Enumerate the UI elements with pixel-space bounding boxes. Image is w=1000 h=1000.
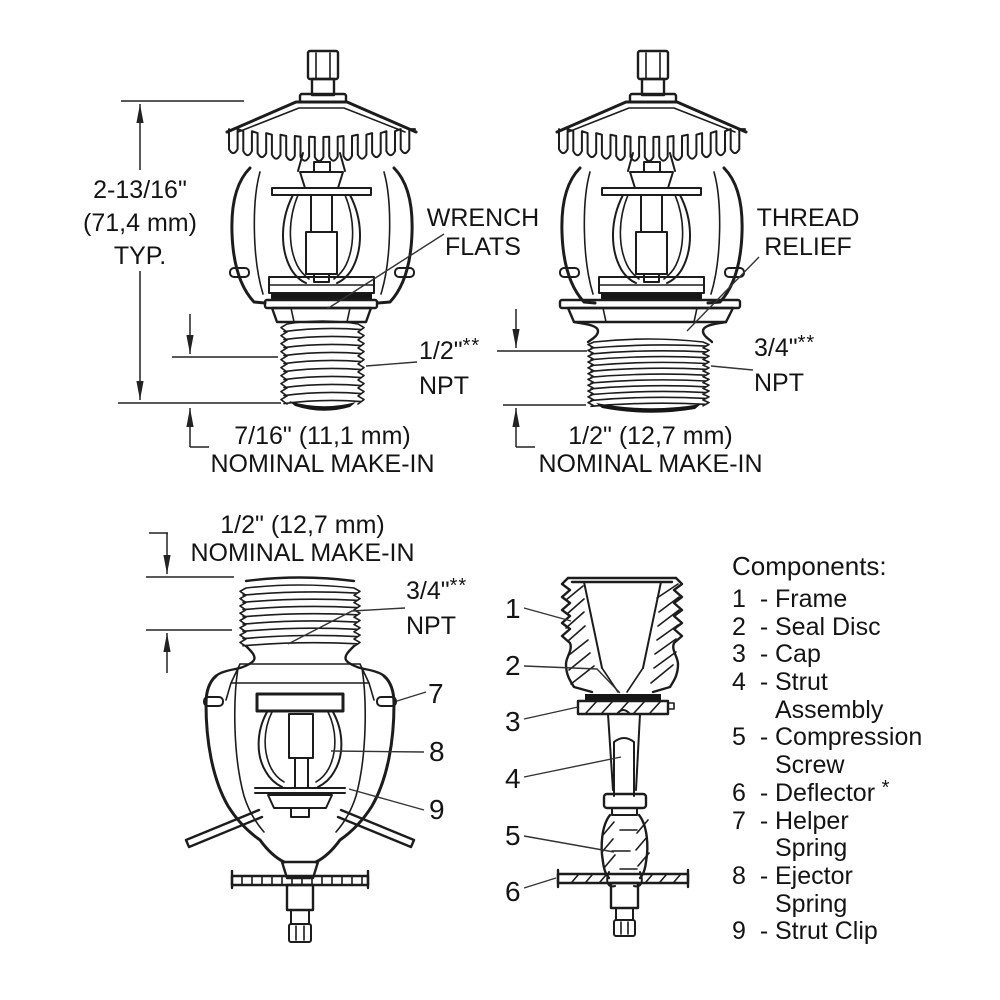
component-item: Spring <box>732 834 922 863</box>
component-number: 9 <box>732 917 746 946</box>
component-number <box>732 697 753 725</box>
component-item: Spring <box>732 889 922 919</box>
upright-small-thread-shank <box>263 298 379 411</box>
component-label: Cap <box>775 640 821 669</box>
callout-1-frame: 1 <box>505 593 521 624</box>
component-number: 4 <box>732 668 746 697</box>
dimension-lines <box>118 100 587 673</box>
component-label: Deflector * <box>775 776 891 807</box>
component-label: Strut Clip <box>775 917 878 946</box>
component-item: 9-Strut Clip <box>732 918 922 946</box>
component-item: 1-Frame <box>732 585 922 614</box>
callout-6-deflector: 6 <box>505 876 521 907</box>
thread-relief-label: THREAD RELIEF <box>756 204 860 261</box>
component-item: 8-Ejector <box>732 861 922 891</box>
component-label: Seal Disc <box>775 612 881 641</box>
callout-3-cap: 3 <box>505 706 521 737</box>
component-item: 3-Cap <box>732 641 922 669</box>
component-item: 5-Compression <box>732 724 922 752</box>
component-item: Assembly <box>732 695 922 725</box>
component-dash <box>753 697 775 725</box>
leader-lines <box>287 233 760 889</box>
component-dash: - <box>759 778 769 807</box>
pendent-sprinkler-figure <box>184 576 416 943</box>
upright-large-thread-shank <box>558 298 742 413</box>
component-dash: - <box>759 806 769 835</box>
component-number: 8 <box>732 861 746 890</box>
height-dimension-label: 2-13/16" (71,4 mm) TYP. <box>83 176 197 270</box>
component-dash: - <box>759 640 769 669</box>
cross-section-figure <box>556 576 690 937</box>
callout-2-seal-disc: 2 <box>505 650 521 681</box>
component-number: 6 <box>732 778 746 807</box>
component-dash: - <box>759 612 769 641</box>
component-label: Strut <box>775 668 828 697</box>
component-number: 1 <box>732 585 746 613</box>
callout-9-strut-clip: 9 <box>429 794 445 825</box>
component-number: 3 <box>732 640 746 669</box>
pendent-make-in-label: 1/2" (12,7 mm) NOMINAL MAKE-IN <box>190 511 415 567</box>
callout-8-ejector-spring: 8 <box>429 736 445 767</box>
make-in-label-large: 1/2" (12,7 mm) NOMINAL MAKE-IN <box>538 422 763 478</box>
callout-7-helper-spring: 7 <box>428 678 444 709</box>
component-label: Frame <box>775 585 848 613</box>
component-dash <box>753 752 775 780</box>
component-dash <box>753 835 775 863</box>
component-dash: - <box>759 723 769 752</box>
components-title: Components: <box>732 551 887 581</box>
component-number <box>732 891 753 919</box>
npt-label-three-quarter: 3/4"** NPT <box>754 332 816 397</box>
component-label: Spring <box>775 889 848 918</box>
callout-4-strut-assembly: 4 <box>505 763 521 794</box>
component-dash: - <box>759 668 769 697</box>
wrench-flats-label: WRENCH FLATS <box>426 204 540 261</box>
component-dash: - <box>759 861 769 890</box>
upright-sprinkler-figure <box>225 49 418 305</box>
component-dash: - <box>759 585 769 613</box>
make-in-label-small: 7/16" (11,1 mm) NOMINAL MAKE-IN <box>210 422 435 478</box>
component-label: Ejector <box>775 861 853 890</box>
component-label: Screw <box>775 751 845 780</box>
pendent-npt-label: 3/4"** NPT <box>406 575 468 640</box>
component-number: 5 <box>732 723 746 752</box>
component-label: Helper <box>775 806 849 835</box>
component-number <box>732 835 753 863</box>
component-label: Compression <box>775 723 923 752</box>
component-item: 7-Helper <box>732 806 922 836</box>
component-label: Assembly <box>775 695 884 724</box>
component-item: 4-Strut <box>732 668 922 697</box>
component-item: 6-Deflector * <box>732 776 922 808</box>
component-item: Screw <box>732 751 922 780</box>
component-number: 2 <box>732 612 746 641</box>
component-dash <box>753 891 775 919</box>
component-item: 2-Seal Disc <box>732 612 922 642</box>
component-number: 7 <box>732 806 746 835</box>
npt-label-half-inch: 1/2"** NPT <box>419 335 481 400</box>
component-label: Spring <box>775 834 848 863</box>
callout-5-compression-screw: 5 <box>505 820 521 851</box>
component-dash: - <box>759 917 769 946</box>
component-number <box>732 752 753 780</box>
